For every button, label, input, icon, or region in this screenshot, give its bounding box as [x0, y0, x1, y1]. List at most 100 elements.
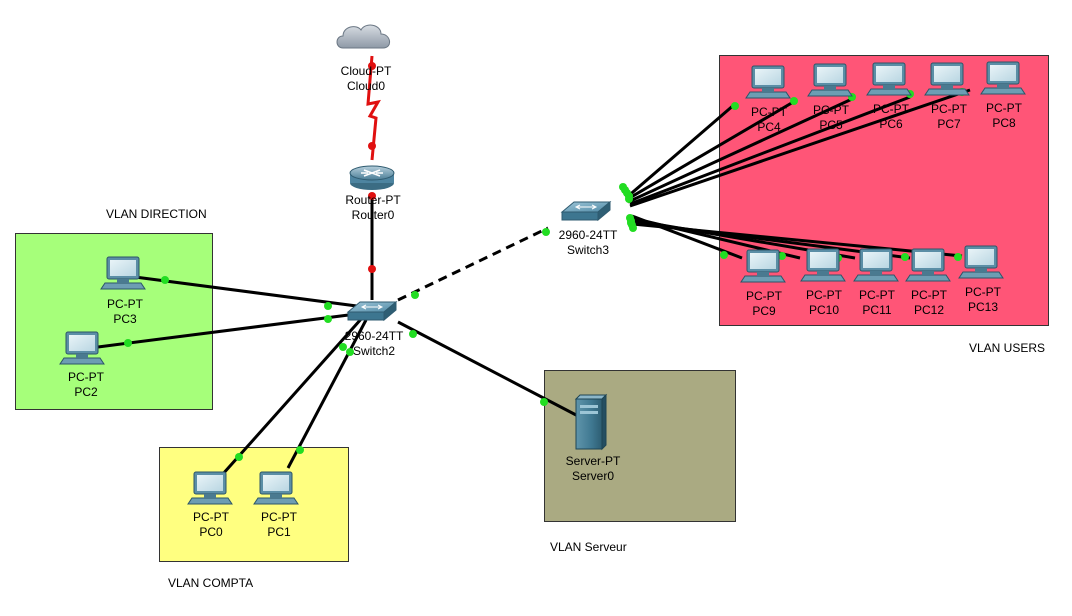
device-type: PC-PT [965, 285, 1001, 299]
device-name: PC7 [937, 117, 961, 131]
port-status-light [625, 195, 633, 203]
port-status-light [368, 142, 376, 150]
server0-node[interactable] [574, 393, 608, 451]
port-status-light [411, 291, 419, 299]
device-type: Router-PT [345, 193, 401, 207]
pc-icon [100, 256, 146, 290]
port-status-light [296, 446, 304, 454]
switch-icon [560, 200, 612, 222]
device-name: PC4 [757, 120, 781, 134]
router0-node[interactable] [349, 165, 395, 190]
device-name: Switch2 [352, 344, 396, 358]
pc4-node[interactable] [745, 65, 791, 99]
pc-icon [905, 248, 951, 282]
port-status-light [368, 62, 376, 70]
port-status-light [124, 339, 132, 347]
device-type: PC-PT [193, 510, 229, 524]
port-status-light [368, 192, 376, 200]
pc2-node[interactable] [59, 331, 105, 365]
pc8-node[interactable] [980, 61, 1026, 95]
pc-icon [866, 62, 912, 96]
vlan-serveur-zone [544, 370, 736, 522]
device-name: PC13 [967, 300, 999, 314]
port-status-light [542, 228, 550, 236]
link-switch2-pc3[interactable] [134, 275, 373, 310]
device-type: PC-PT [873, 102, 909, 116]
pc-icon [59, 331, 105, 365]
server-icon [574, 393, 608, 451]
link-cloud0-router0[interactable] [366, 55, 381, 161]
port-status-light [368, 265, 376, 273]
device-type: PC-PT [986, 101, 1022, 115]
device-name: PC12 [913, 303, 945, 317]
link-switch2-server0[interactable] [397, 320, 579, 418]
device-type: PC-PT [813, 103, 849, 117]
cloud0-node[interactable] [336, 24, 390, 49]
device-name: PC10 [808, 303, 840, 317]
pc3-node[interactable] [100, 256, 146, 290]
pc5-node[interactable] [807, 63, 853, 97]
device-name: Server0 [571, 469, 615, 483]
pc6-node[interactable] [866, 62, 912, 96]
vlan-compta-label: VLAN COMPTA [162, 573, 260, 593]
pc-icon [807, 63, 853, 97]
link-switch3-pc4[interactable] [625, 102, 736, 200]
link-switch2-switch3[interactable] [397, 226, 549, 302]
port-status-light [954, 253, 962, 261]
device-type: PC-PT [806, 288, 842, 302]
router-icon [349, 165, 395, 190]
link-switch2-pc0[interactable] [220, 317, 364, 476]
pc1-node[interactable] [253, 471, 299, 505]
device-name: PC3 [113, 312, 137, 326]
device-type: 2960-24TT [344, 329, 404, 343]
pc12-node[interactable] [905, 248, 951, 282]
device-name: PC2 [74, 385, 98, 399]
pc7-node[interactable] [924, 62, 970, 96]
device-type: PC-PT [911, 288, 947, 302]
link-switch3-pc13[interactable] [631, 222, 963, 258]
link-switch3-pc7[interactable] [629, 95, 911, 206]
port-status-light [339, 343, 347, 351]
device-name: Switch3 [566, 243, 610, 257]
pc10-node[interactable] [800, 248, 846, 282]
pc-icon [253, 471, 299, 505]
switch3-node[interactable] [560, 200, 612, 222]
port-status-light [901, 253, 909, 261]
port-status-light [346, 348, 354, 356]
link-switch3-pc6[interactable] [627, 97, 853, 204]
link-switch3-pc5[interactable] [625, 99, 796, 202]
vlan-serveur-label: VLAN Serveur [550, 540, 627, 554]
link-switch3-pc8[interactable] [629, 88, 971, 208]
vlan-direction-label: VLAN DIRECTION [106, 207, 207, 221]
device-type: Cloud-PT [340, 64, 392, 78]
device-type: PC-PT [68, 370, 104, 384]
switch2-node[interactable] [346, 300, 398, 322]
pc0-node[interactable] [187, 471, 233, 505]
switch-icon [346, 300, 398, 322]
device-type: PC-PT [107, 297, 143, 311]
pc13-node[interactable] [958, 245, 1004, 279]
port-status-light [790, 97, 798, 105]
device-type: PC-PT [751, 105, 787, 119]
link-switch2-pc1[interactable] [286, 319, 368, 469]
pc-icon [924, 62, 970, 96]
pc11-node[interactable] [853, 248, 899, 282]
device-type: Server-PT [565, 454, 621, 468]
pc-icon [740, 249, 786, 283]
port-status-light [778, 252, 786, 260]
pc9-node[interactable] [740, 249, 786, 283]
